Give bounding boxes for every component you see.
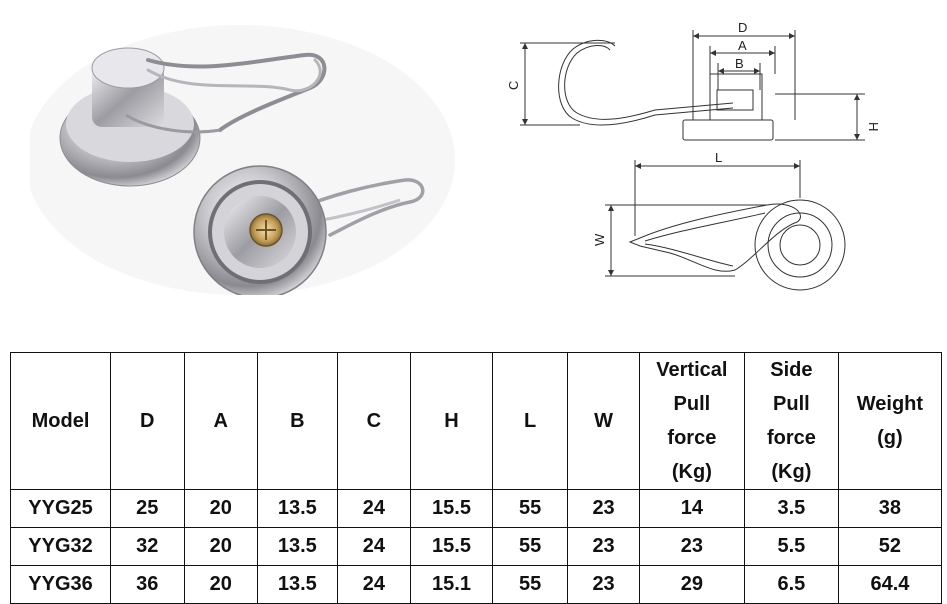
table-cell: 55 xyxy=(491,527,569,566)
column-header-line: (Kg) xyxy=(671,461,712,483)
column-header-line: W xyxy=(594,410,614,432)
column-header-line: Weight xyxy=(856,393,924,415)
column-header: H xyxy=(410,352,493,490)
magnet-side-view xyxy=(59,47,327,187)
column-header-line: Pull xyxy=(673,393,711,415)
table-cell: 52 xyxy=(837,527,943,566)
column-header-line: Model xyxy=(31,410,90,432)
table-cell: 13.5 xyxy=(257,489,338,528)
dim-label-b: B xyxy=(735,56,744,71)
table-cell: 23 xyxy=(638,527,745,566)
table-cell: 15.1 xyxy=(410,565,493,604)
dim-label-w: W xyxy=(592,233,607,246)
model-cell: YYG32 xyxy=(9,527,112,566)
table-cell: 23 xyxy=(567,527,640,566)
technical-drawing: D A B C H L W xyxy=(506,20,881,291)
table-cell: 3.5 xyxy=(743,489,839,528)
column-header-line: B xyxy=(290,410,305,432)
column-header: L xyxy=(491,352,569,490)
table-cell: 13.5 xyxy=(257,527,338,566)
table-cell: 23 xyxy=(567,489,640,528)
table-cell: 15.5 xyxy=(410,489,493,528)
model-cell: YYG25 xyxy=(9,489,112,528)
dim-label-l: L xyxy=(715,150,722,165)
column-header-line: force xyxy=(667,427,717,449)
column-header: Model xyxy=(9,352,112,490)
bottom-view-drawing xyxy=(628,199,846,291)
column-header: A xyxy=(183,352,259,490)
table-cell: 24 xyxy=(336,489,412,528)
table-cell: 38 xyxy=(837,489,943,528)
magnet-bottom-view xyxy=(193,165,425,295)
table-cell: 55 xyxy=(491,489,569,528)
table-cell: 32 xyxy=(110,527,185,566)
table-cell: 14 xyxy=(638,489,745,528)
table-cell: 29 xyxy=(638,565,745,604)
column-header: Weight (g) xyxy=(837,352,943,490)
table-cell: 23 xyxy=(567,565,640,604)
table-cell: 6.5 xyxy=(743,565,839,604)
column-header-line: (g) xyxy=(877,427,903,449)
table-cell: 5.5 xyxy=(743,527,839,566)
column-header-line: L xyxy=(523,410,537,432)
column-header-line: A xyxy=(213,410,228,432)
table-cell: 55 xyxy=(491,565,569,604)
side-view-drawing xyxy=(558,39,774,141)
table-cell: 25 xyxy=(110,489,185,528)
table-cell: 24 xyxy=(336,565,412,604)
column-header-line: Pull xyxy=(773,393,810,415)
dim-label-d: D xyxy=(738,20,747,35)
table-cell: 64.4 xyxy=(837,565,943,604)
column-header: C xyxy=(336,352,412,490)
column-header-line: D xyxy=(140,410,155,432)
table-cell: 24 xyxy=(336,527,412,566)
table-cell: 20 xyxy=(183,527,259,566)
table-cell: 36 xyxy=(110,565,185,604)
column-header: W xyxy=(567,352,640,490)
table-cell: 15.5 xyxy=(410,527,493,566)
column-header-line: force xyxy=(766,427,816,449)
table-cell: 20 xyxy=(183,489,259,528)
column-header-line: C xyxy=(366,410,382,432)
column-header-line: H xyxy=(444,410,459,432)
column-header: B xyxy=(257,352,338,490)
table-cell: 13.5 xyxy=(257,565,338,604)
column-header-line: (Kg) xyxy=(771,461,812,483)
column-header-line: Vertical xyxy=(656,359,728,381)
column-header-line: Side xyxy=(770,359,813,381)
dim-label-h: H xyxy=(866,122,881,131)
column-header: D xyxy=(110,352,185,490)
dim-label-c: C xyxy=(506,81,521,90)
table-cell: 20 xyxy=(183,565,259,604)
model-cell: YYG36 xyxy=(9,565,112,604)
dim-label-a: A xyxy=(738,38,747,53)
product-photo xyxy=(30,25,455,295)
